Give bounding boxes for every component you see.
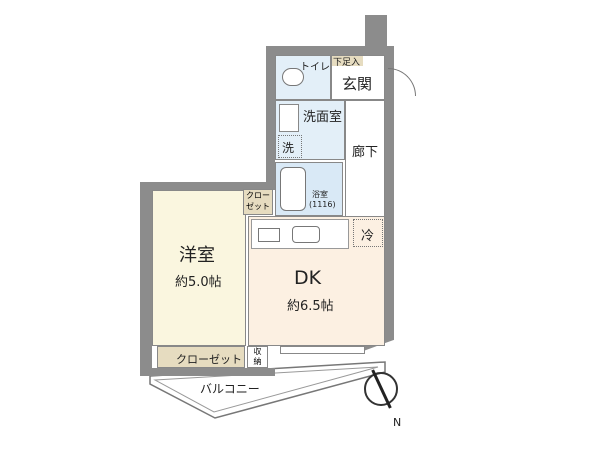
- room-entrance: 下足入 玄関: [331, 55, 385, 100]
- kitchen-counter: [251, 219, 349, 249]
- balcony-outline: [149, 361, 386, 419]
- fridge-space: 冷: [353, 219, 383, 247]
- wall-top: [266, 46, 388, 55]
- room-dk: 冷 DK 約6.5帖: [248, 216, 385, 346]
- storage: 収 納: [247, 346, 268, 368]
- shoe-box: [332, 56, 363, 66]
- wall-left-upper: [266, 46, 275, 186]
- fridge-label: 冷: [361, 229, 375, 244]
- sink-kitchen-icon: [292, 226, 320, 243]
- wall-bottom: [140, 368, 275, 376]
- storage-label-1: 収: [253, 347, 262, 356]
- sink-icon: [279, 104, 299, 132]
- washer-label: 洗: [282, 141, 295, 155]
- dk-label: DK: [294, 267, 322, 289]
- compass-north-label: N: [393, 416, 402, 429]
- western-room-size: 約5.0帖: [175, 275, 222, 290]
- room-corridor: 廊下: [345, 100, 385, 235]
- closet-small-label-1: クロー: [246, 191, 270, 200]
- wall-left: [140, 182, 152, 372]
- closet-small: クロー ゼット: [243, 189, 273, 215]
- storage-label-2: 納: [253, 357, 262, 366]
- room-washroom: 洗面室 洗: [275, 100, 345, 160]
- balcony-label: バルコニー: [200, 382, 260, 396]
- entrance-label: 玄関: [342, 75, 373, 93]
- room-western: 洋室 約5.0帖: [152, 190, 246, 346]
- wall-mid-top: [140, 182, 275, 190]
- western-room-label: 洋室: [179, 245, 215, 266]
- compass-icon: [364, 369, 398, 409]
- washroom-label: 洗面室: [303, 110, 343, 125]
- washer-space: 洗: [278, 135, 302, 158]
- bathroom-size: (1116): [309, 200, 336, 209]
- corridor-label: 廊下: [352, 145, 379, 160]
- wall-chimney: [365, 15, 387, 55]
- closet-label: クローゼット: [176, 353, 242, 366]
- bathtub-icon: [280, 167, 306, 211]
- shoe-box-label: 下足入: [333, 58, 361, 68]
- closet-small-label-2: ゼット: [246, 202, 270, 211]
- compass-needle: [371, 369, 392, 409]
- dk-window: [280, 346, 365, 354]
- room-bathroom: 浴室 (1116): [275, 162, 343, 216]
- stove-icon: [258, 228, 280, 242]
- bathroom-label: 浴室: [312, 190, 328, 199]
- room-toilet: トイレ: [275, 55, 331, 100]
- dk-size: 約6.5帖: [287, 299, 334, 314]
- wall-right: [385, 46, 394, 336]
- toilet-icon: [282, 68, 304, 86]
- closet: クローゼット: [157, 346, 245, 368]
- toilet-label: トイレ: [300, 62, 330, 73]
